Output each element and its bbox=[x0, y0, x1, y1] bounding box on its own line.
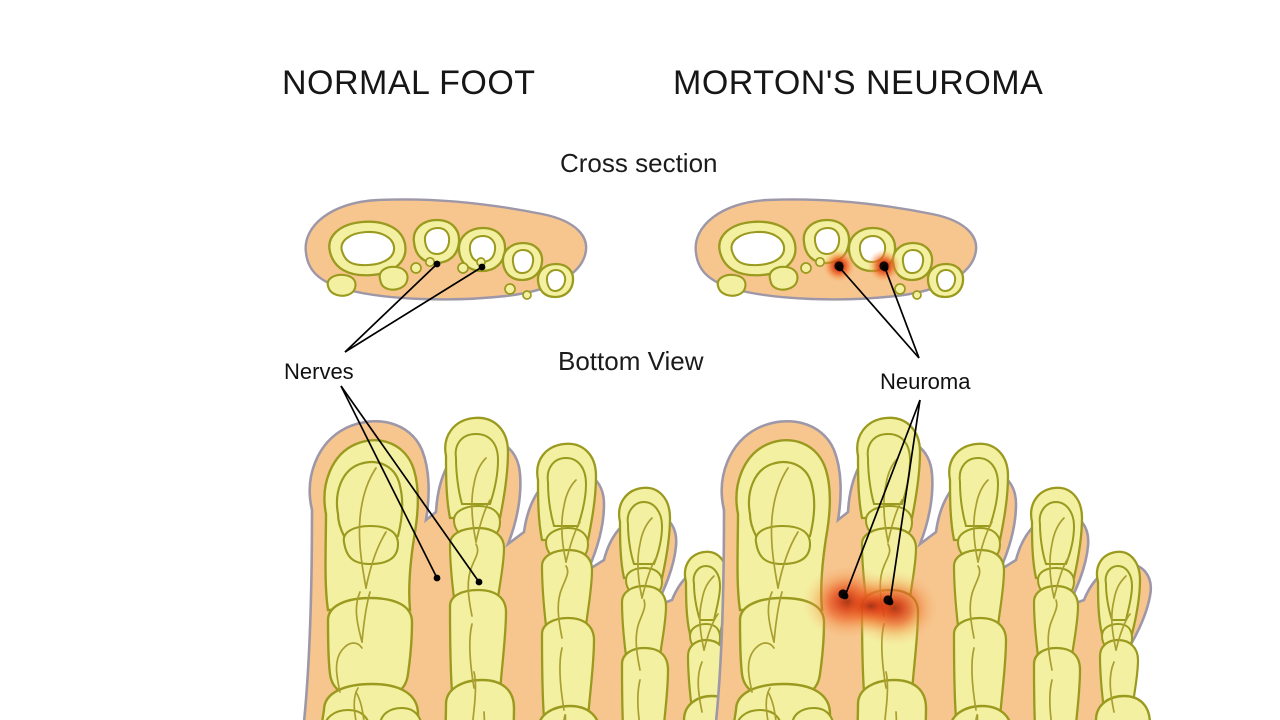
callout-neuroma-leaders bbox=[836, 264, 921, 606]
label-bottom-view: Bottom View bbox=[558, 346, 704, 376]
neuroma-pointer-dot-cross-1 bbox=[836, 264, 844, 272]
title-normal-foot: NORMAL FOOT bbox=[282, 64, 536, 102]
bottom-view-normal-foot bbox=[292, 416, 772, 720]
nerve-pointer-dot-cross-2 bbox=[478, 263, 486, 271]
title-mortons-neuroma: MORTON'S NEUROMA bbox=[673, 64, 1043, 102]
neuroma-pointer-dot-bottom-2 bbox=[886, 598, 894, 606]
neuroma-pointer-dot-bottom-1 bbox=[841, 592, 849, 600]
label-cross-section: Cross section bbox=[560, 148, 718, 178]
cross-section-normal bbox=[304, 198, 588, 301]
neuroma-inflammation-bottom-view bbox=[802, 564, 940, 646]
callout-label-neuroma: Neuroma bbox=[880, 369, 971, 394]
nerve-pointer-dot-cross-1 bbox=[433, 260, 441, 268]
callout-label-nerves: Nerves bbox=[284, 359, 354, 384]
cross-section-neuroma bbox=[694, 198, 978, 301]
bottom-view-neuroma-foot bbox=[704, 416, 1184, 720]
callout-nerves-leaders bbox=[340, 260, 486, 586]
nerve-pointer-dot-bottom-1 bbox=[433, 574, 441, 582]
nerve-pointer-dot-bottom-2 bbox=[475, 578, 483, 586]
neuroma-pointer-dot-cross-2 bbox=[881, 264, 889, 272]
nerve-markers-neuroma bbox=[800, 256, 922, 300]
nerve-markers-normal bbox=[410, 256, 532, 300]
